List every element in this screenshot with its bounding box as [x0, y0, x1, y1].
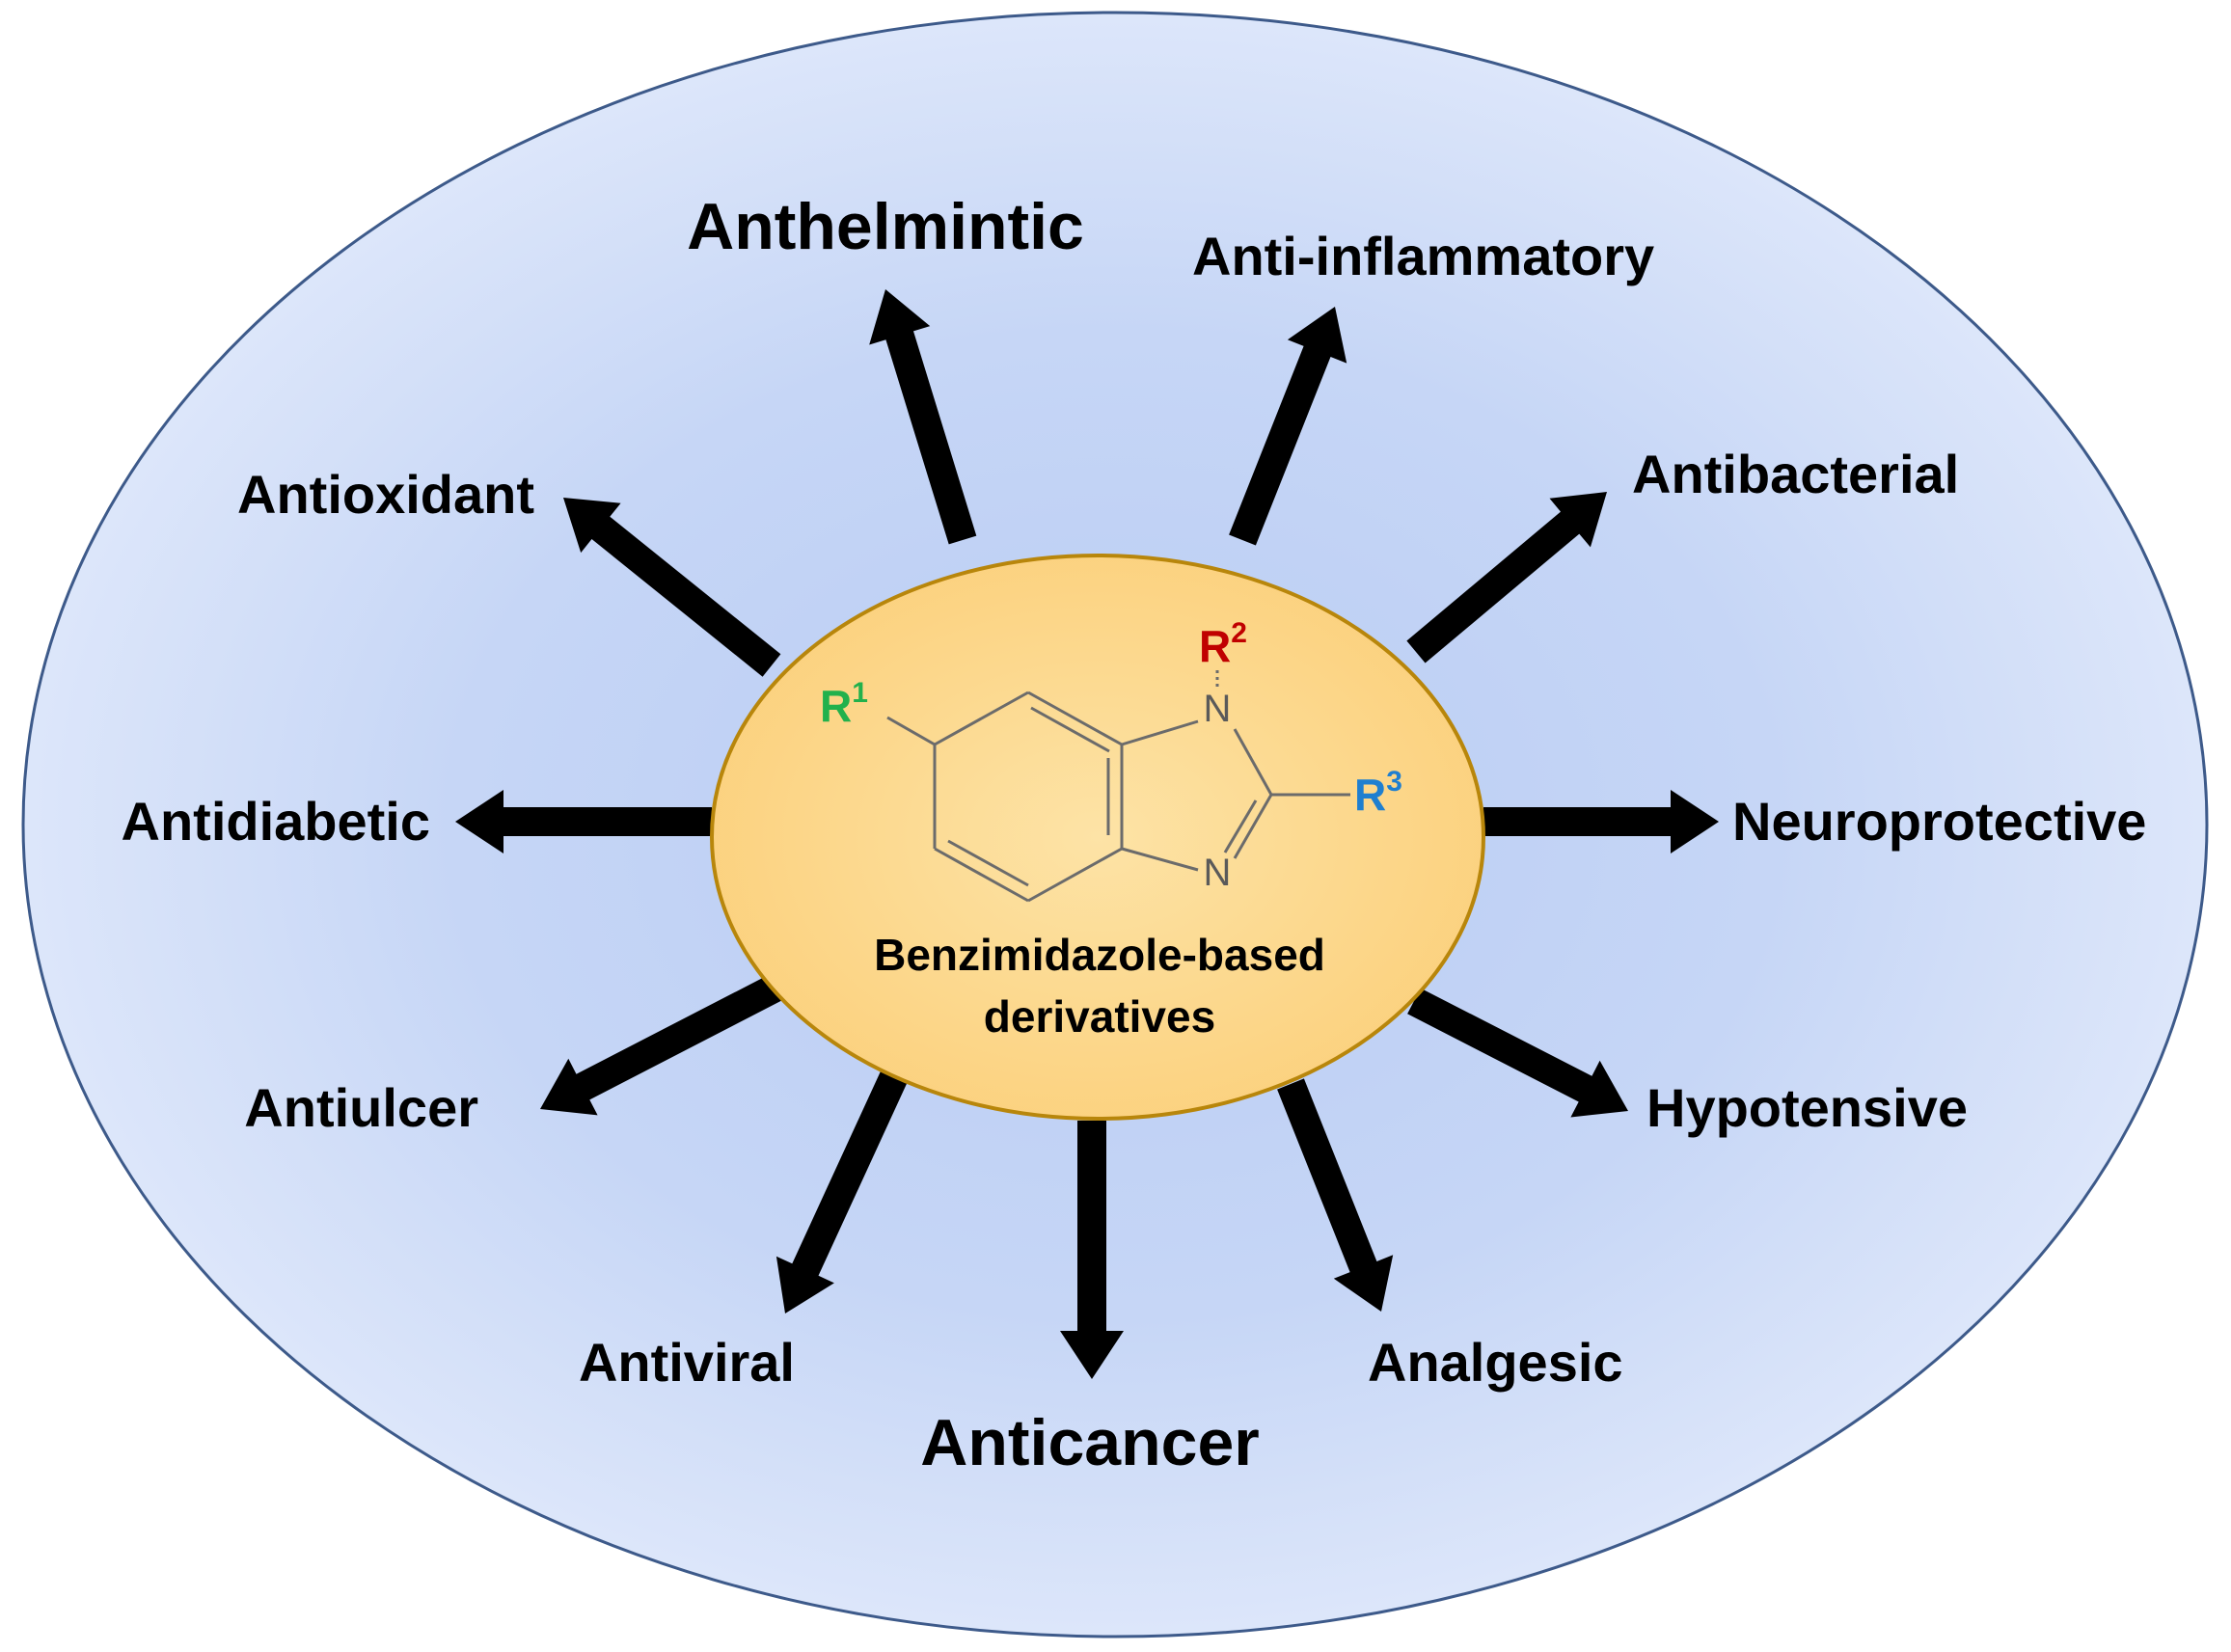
arrow-antioxidant: [563, 498, 781, 677]
arrow-antiulcer: [540, 974, 782, 1116]
r2-group: R2: [1199, 617, 1247, 671]
label-antiulcer: Antiulcer: [244, 1077, 478, 1138]
label-antibacterial: Antibacterial: [1632, 444, 1959, 504]
r2-letter: R: [1199, 621, 1231, 671]
r1-superscript: 1: [852, 677, 868, 709]
label-anthelmintic: Anthelmintic: [687, 190, 1084, 263]
bond: [1121, 719, 1199, 746]
bond: [1233, 794, 1273, 859]
label-antiviral: Antiviral: [579, 1332, 795, 1393]
atom-n-bottom: N: [1204, 852, 1232, 894]
bond: [886, 716, 936, 746]
label-anti-inflammatory: Anti-inflammatory: [1192, 226, 1654, 286]
r3-letter: R: [1354, 770, 1386, 820]
bond: [1027, 847, 1123, 903]
center-caption-line1: Benzimidazole-based: [874, 930, 1325, 980]
r1-group: R1: [820, 677, 868, 731]
r3-superscript: 3: [1386, 766, 1402, 798]
arrow-antiviral: [775, 1068, 909, 1313]
arrow-analgesic: [1277, 1078, 1394, 1312]
r2-superscript: 2: [1231, 617, 1247, 649]
bond: [1027, 691, 1123, 746]
arrow-neuroprotective: [1483, 790, 1719, 853]
arrows-group: [455, 289, 1719, 1379]
label-antioxidant: Antioxidant: [237, 464, 534, 525]
bond: [947, 839, 1029, 887]
bond: [934, 691, 1029, 746]
bond: [1030, 706, 1110, 753]
label-anticancer: Anticancer: [920, 1406, 1259, 1479]
center-ellipse: [710, 554, 1485, 1121]
atom-n-top: N: [1204, 688, 1232, 730]
bond: [1223, 799, 1258, 853]
arrow-hypotensive: [1407, 988, 1628, 1118]
bond: [1233, 728, 1273, 796]
arrow-antibacterial: [1406, 492, 1607, 664]
arrow-antidiabetic: [455, 790, 712, 853]
benzimidazole-structure: N N R1 R2 R3: [820, 617, 1402, 903]
label-analgesic: Analgesic: [1368, 1332, 1623, 1393]
label-hypotensive: Hypotensive: [1646, 1077, 1968, 1138]
center-caption-line2: derivatives: [984, 991, 1215, 1042]
arrow-anthelmintic: [869, 289, 977, 545]
r3-group: R3: [1354, 766, 1402, 820]
arrow-anticancer: [1060, 1121, 1124, 1379]
label-neuroprotective: Neuroprotective: [1732, 791, 2146, 852]
arrow-anti-inflammatory: [1229, 307, 1347, 546]
label-antidiabetic: Antidiabetic: [122, 791, 430, 852]
bond: [1121, 847, 1199, 872]
bond: [934, 847, 1029, 903]
r1-letter: R: [820, 681, 852, 731]
